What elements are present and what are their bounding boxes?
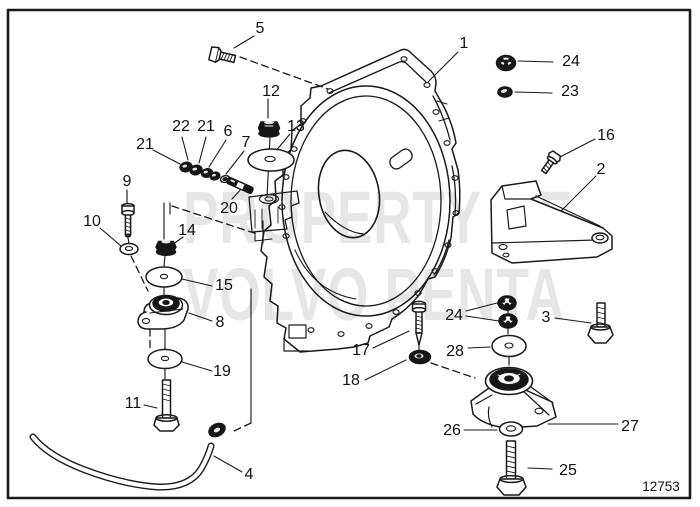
callout-24-top-right: 24 <box>562 53 580 70</box>
part-1-flywheel-housing <box>248 48 461 353</box>
diagram-border <box>6 8 692 500</box>
reference-lines <box>126 98 510 424</box>
callout-7: 7 <box>242 134 251 151</box>
part-26-washer <box>498 421 524 437</box>
callout-8: 8 <box>216 314 225 331</box>
callout-16: 16 <box>597 127 615 144</box>
part-27-engine-mount <box>470 366 557 429</box>
part-10-washer <box>119 242 139 256</box>
part-12-nut <box>257 120 281 138</box>
callout-2: 2 <box>597 161 606 178</box>
part-23-washer <box>497 86 513 98</box>
callout-27: 27 <box>621 418 639 435</box>
part-28-washer <box>491 334 527 358</box>
callout-21-left: 21 <box>136 136 154 153</box>
callout-23: 23 <box>561 83 579 100</box>
part-2-bracket <box>490 180 613 264</box>
callout-3: 3 <box>542 309 551 326</box>
part-4-tube <box>29 422 226 491</box>
line-art <box>6 8 692 500</box>
callout-18: 18 <box>342 372 360 389</box>
callout-24-bottom: 24 <box>445 307 463 324</box>
callout-25: 25 <box>559 462 577 479</box>
dashed-lines <box>130 56 476 432</box>
callout-20: 20 <box>220 200 238 217</box>
part-13-washer <box>247 148 295 172</box>
callout-5: 5 <box>256 20 265 37</box>
callout-28: 28 <box>446 343 464 360</box>
part-18-locknut <box>408 349 432 365</box>
callout-labels: 5 12 13 22 21 6 7 21 20 9 10 14 15 8 19 … <box>83 20 639 483</box>
part-20-stud <box>226 176 254 195</box>
part-15-washer <box>145 266 183 288</box>
tube-end-fitting <box>208 422 226 438</box>
callout-13: 13 <box>287 118 305 135</box>
callout-17: 17 <box>352 342 370 359</box>
callout-1: 1 <box>460 35 469 52</box>
drawing-number: 12753 <box>642 479 680 494</box>
callout-12: 12 <box>262 83 280 100</box>
part-3-bolt <box>587 302 614 344</box>
part-5-bolt <box>208 46 237 64</box>
part-11-bolt <box>153 379 180 432</box>
part-17-stud <box>411 300 427 346</box>
callout-21-mid: 21 <box>197 118 215 135</box>
part-14-nut <box>155 240 177 256</box>
part-24-locknut-top <box>495 54 517 72</box>
callout-9: 9 <box>123 173 132 190</box>
part-8-engine-mount <box>137 294 189 330</box>
callout-19: 19 <box>213 363 231 380</box>
part-16-bolt <box>540 150 562 175</box>
flange-bolt-holes <box>278 56 460 337</box>
part-19-washer <box>147 348 183 370</box>
leader-lines <box>99 35 619 473</box>
callout-4: 4 <box>245 466 254 483</box>
callout-22: 22 <box>172 118 190 135</box>
callout-11: 11 <box>125 395 142 412</box>
part-24-locknut-pair <box>497 295 518 329</box>
callout-6: 6 <box>224 123 233 140</box>
part-25-bolt <box>496 440 527 496</box>
part-9-screw <box>121 202 135 238</box>
callout-10: 10 <box>83 213 101 230</box>
callout-15: 15 <box>215 277 233 294</box>
callout-26: 26 <box>443 422 461 439</box>
callout-14: 14 <box>178 222 196 239</box>
part-21-22-6-locknuts <box>179 161 221 181</box>
